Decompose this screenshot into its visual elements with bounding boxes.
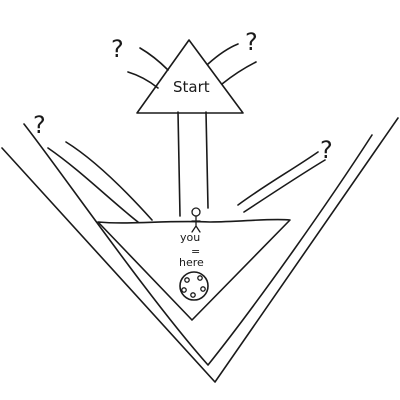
- question-mark-upper-right: ?: [245, 28, 258, 56]
- you-label: you: [180, 231, 200, 244]
- inner-v-boundary: [23, 123, 373, 366]
- question-mark-upper-left: ?: [111, 35, 124, 63]
- you-are-here-triangle: [97, 218, 291, 321]
- start-triangle: [136, 39, 244, 114]
- here-label: here: [179, 256, 204, 269]
- right-branch-path-inner: [237, 151, 319, 206]
- upper-right-branch-path-top: [207, 43, 239, 65]
- upper-right-branch-path-bottom: [221, 61, 257, 85]
- right-branch-path-outer: [243, 159, 326, 213]
- question-mark-left: ?: [33, 111, 46, 139]
- stem-path-right-edge: [205, 111, 209, 209]
- outer-v-boundary: [1, 117, 399, 383]
- question-mark-right: ?: [320, 136, 333, 164]
- left-branch-path-outer: [47, 147, 139, 223]
- equals-label: =: [191, 245, 200, 258]
- location-marker-icon: [179, 271, 209, 301]
- left-branch-path-inner: [65, 141, 153, 221]
- stem-path-left-edge: [177, 111, 181, 217]
- upper-left-branch-path-bottom: [127, 71, 159, 89]
- start-label: Start: [173, 78, 210, 96]
- upper-left-branch-path-top: [139, 47, 169, 71]
- stick-figure-icon: [191, 207, 201, 233]
